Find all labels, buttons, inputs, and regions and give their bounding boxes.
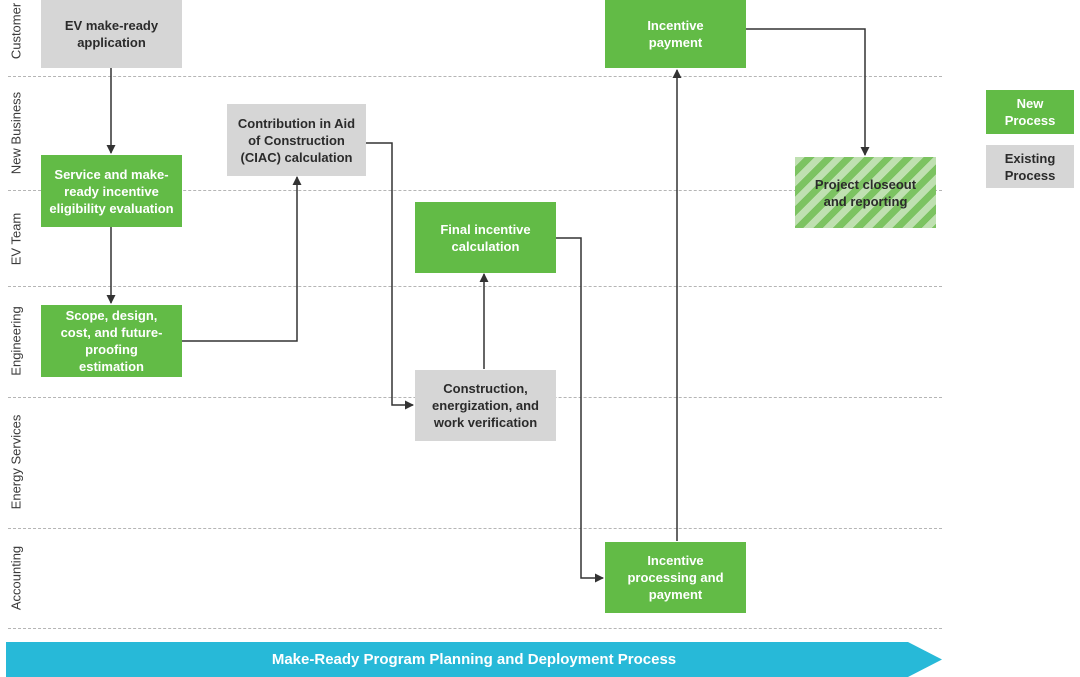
arrow-scope-to-ciac bbox=[182, 176, 302, 342]
arrow-payment-to-closeout bbox=[746, 28, 870, 156]
node-construction: Construction, energization, and work ver… bbox=[415, 370, 556, 441]
node-incentive-payment: Incentive payment bbox=[605, 0, 746, 68]
arrow-final-to-processing bbox=[556, 237, 604, 583]
legend-existing-process: Existing Process bbox=[986, 145, 1074, 188]
node-scope-design: Scope, design, cost, and future-proofing… bbox=[41, 305, 182, 377]
lane-divider bbox=[8, 286, 942, 287]
node-incentive-processing: Incentive processing and payment bbox=[605, 542, 746, 613]
lane-divider bbox=[8, 528, 942, 529]
node-project-closeout: Project closeout and reporting bbox=[795, 157, 936, 228]
node-service-eligibility: Service and make-ready incentive eligibi… bbox=[41, 155, 182, 227]
lane-divider bbox=[8, 190, 942, 191]
node-final-incentive: Final incentive calculation bbox=[415, 202, 556, 273]
node-ev-application: EV make-ready application bbox=[41, 0, 182, 68]
arrow-ciac-to-construction bbox=[366, 142, 414, 410]
process-banner-label: Make-Ready Program Planning and Deployme… bbox=[271, 651, 677, 668]
legend-new-process: New Process bbox=[986, 90, 1074, 134]
node-ciac-calculation: Contribution in Aid of Construction (CIA… bbox=[227, 104, 366, 176]
lane-divider bbox=[8, 76, 942, 77]
process-banner-arrow bbox=[6, 642, 942, 677]
lane-divider bbox=[8, 628, 942, 629]
